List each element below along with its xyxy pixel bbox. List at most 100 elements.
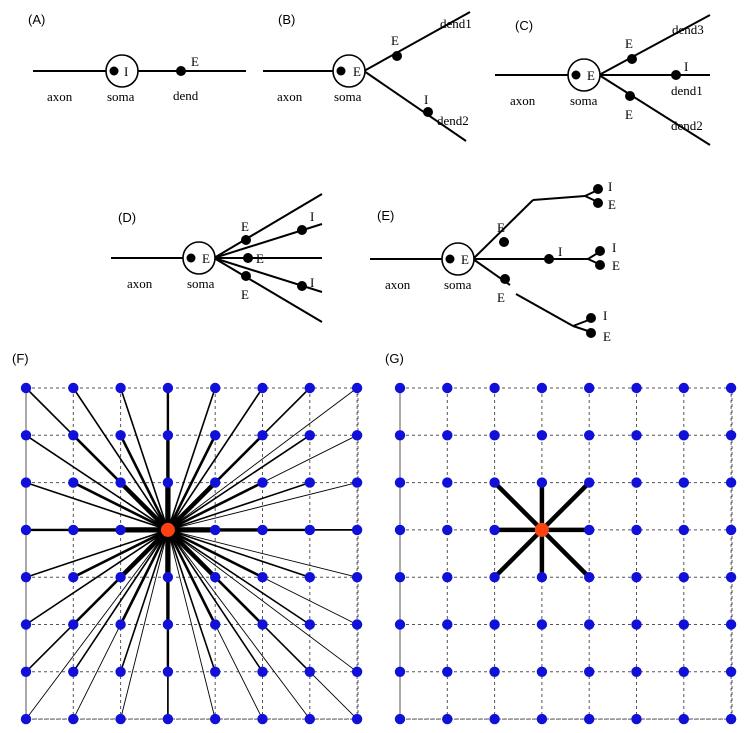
dend2-label: dend2 [671, 118, 703, 133]
synapse-label: E [603, 329, 611, 344]
panel-d: (D) E E I E E I axon soma [111, 193, 323, 323]
connection-line [72, 528, 169, 579]
lattice-node [725, 477, 737, 488]
lattice-node [257, 524, 268, 536]
connection-line [167, 529, 311, 626]
soma-label: soma [444, 277, 472, 292]
soma-circle [105, 54, 139, 88]
lattice-node [210, 524, 221, 536]
connection-line [167, 529, 216, 673]
lattice-node [584, 572, 595, 583]
lattice-node [351, 382, 363, 394]
synapse-label: E [625, 107, 633, 122]
lattice-node [584, 524, 595, 536]
lattice-node [442, 666, 453, 677]
lattice-node [678, 477, 689, 488]
lattice-node [442, 477, 453, 488]
panel-e: (E) E E I E I E I E I E ax [370, 179, 620, 344]
soma-type-label: E [461, 252, 469, 267]
synapse-label: I [424, 92, 428, 107]
connection-line [25, 529, 169, 626]
synapse-label: I [310, 275, 314, 290]
synapse-label: I [684, 59, 688, 74]
connection-line [72, 387, 169, 531]
connection-line [167, 387, 264, 531]
lattice-node [678, 666, 689, 677]
soma-type-label: E [587, 68, 595, 83]
lattice-node [725, 524, 737, 536]
lattice-grid [399, 387, 732, 720]
panel-c-tag: (C) [515, 18, 533, 33]
connection-line [25, 481, 169, 531]
lattice-node [20, 572, 32, 583]
lattice-node [20, 666, 32, 677]
lattice-node [351, 666, 363, 677]
connection-line [540, 528, 591, 579]
lattice-node [394, 382, 406, 394]
panel-d-tag: (D) [118, 210, 136, 225]
lattice-node [536, 572, 548, 583]
lattice-node [394, 430, 406, 441]
lattice-node [536, 619, 548, 630]
connection-line [167, 387, 358, 531]
connections [493, 481, 591, 579]
connection-line [166, 434, 217, 531]
lattice-node [489, 619, 500, 630]
panel-c: (C) E E I E dend3 dend1 dend2 axon soma [495, 14, 711, 146]
lattice-node [631, 430, 642, 441]
lattice-node [304, 713, 315, 725]
lattice-node [210, 619, 221, 630]
connection-line [167, 529, 358, 578]
lattice-node [489, 572, 500, 583]
lattice-node [584, 619, 595, 630]
connection-line [493, 528, 544, 579]
synapse-label: I [558, 244, 562, 259]
panel-f-tag: (F) [12, 351, 29, 366]
lattice-node [442, 430, 453, 441]
lattice-node [257, 477, 268, 488]
lattice-node [584, 713, 595, 725]
lattice-node [257, 430, 268, 441]
connection-line [119, 529, 169, 673]
lattice-nodes [394, 382, 737, 725]
lattice-node [394, 572, 406, 583]
lattice-node [115, 524, 126, 536]
lattice-node [536, 713, 548, 725]
lattice-node [20, 382, 32, 394]
lattice-node [115, 619, 126, 630]
connection-line [25, 434, 169, 531]
synapse-label: E [191, 54, 199, 69]
lattice-node [68, 430, 79, 441]
lattice-node [210, 430, 221, 441]
connection-line [540, 481, 591, 532]
lattice-node [489, 477, 500, 488]
lattice-node [631, 477, 642, 488]
lattice-node [678, 619, 689, 630]
lattice-node [257, 382, 268, 394]
lattice-node [631, 382, 642, 394]
soma-label: soma [570, 93, 598, 108]
lattice-node [394, 666, 406, 677]
lattice-node [304, 524, 315, 536]
connection-line [167, 387, 216, 531]
lattice-node [678, 382, 689, 394]
lattice-node [536, 430, 548, 441]
lattice-node [536, 477, 548, 488]
lattice-node [394, 524, 406, 536]
connection-line [120, 529, 169, 720]
lattice-frame [399, 387, 733, 720]
lattice-node [442, 382, 453, 394]
panel-a: (A) I E axon soma dend [28, 12, 246, 104]
lattice-node [162, 666, 174, 677]
soma-label: soma [334, 89, 362, 104]
connection-line [167, 529, 358, 673]
connection-line [167, 481, 311, 531]
lattice-node [257, 713, 268, 725]
panel-b-tag: (B) [278, 12, 295, 27]
lattice-node [257, 572, 268, 583]
lattice-node [489, 382, 500, 394]
synapse-label: E [391, 33, 399, 48]
panel-g: (G) [385, 351, 737, 725]
lattice-node [442, 713, 453, 725]
